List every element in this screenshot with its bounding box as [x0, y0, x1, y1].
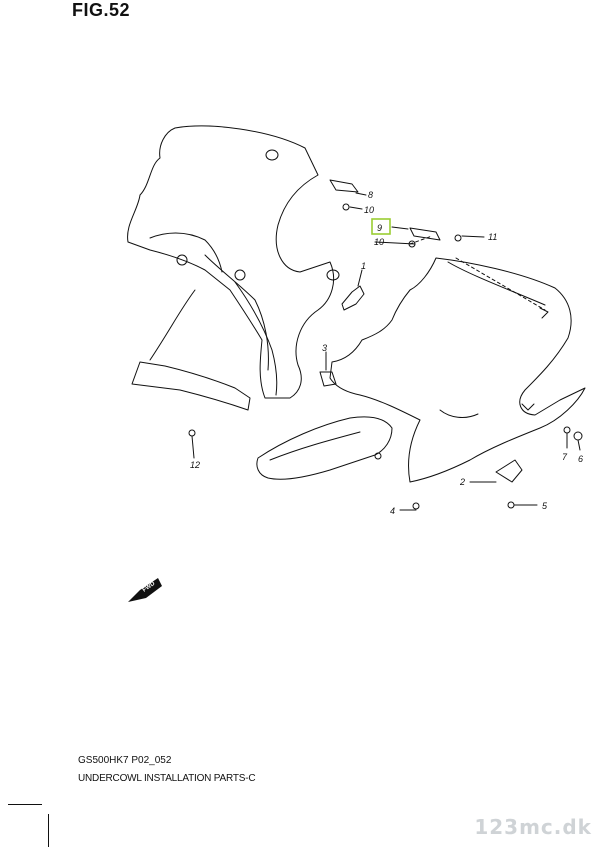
- bolt-10a: [342, 203, 350, 211]
- callout-10[interactable]: 10: [374, 237, 384, 247]
- figure-code: GS500HK7 P02_052: [78, 755, 172, 766]
- callout-9[interactable]: 9: [377, 223, 382, 233]
- callout-4[interactable]: 4: [390, 506, 395, 516]
- left-upper-panel: [127, 125, 334, 399]
- right-cowl-panel: [329, 257, 586, 483]
- bracket-2: [495, 459, 523, 483]
- grommet: [326, 269, 340, 281]
- callout-2[interactable]: 2: [459, 477, 465, 487]
- bracket-9: [409, 227, 441, 241]
- callout-11[interactable]: 11: [488, 232, 497, 242]
- figure-title: FIG.52: [72, 0, 131, 20]
- callout-12[interactable]: 12: [190, 460, 200, 470]
- callout-highlight-box: [371, 218, 391, 235]
- bolt-5: [507, 501, 515, 509]
- bolt-12: [188, 429, 196, 437]
- crop-mark-horizontal: [8, 804, 42, 805]
- nut-7: [563, 426, 571, 434]
- bracket-3: [319, 371, 337, 387]
- callout-7[interactable]: 7: [562, 452, 568, 462]
- fwd-arrow-icon: FWD: [128, 578, 162, 602]
- left-lower-panel: [131, 361, 251, 411]
- bracket-8: [329, 179, 359, 193]
- callout-5[interactable]: 5: [542, 501, 548, 511]
- callout-8[interactable]: 8: [368, 190, 373, 200]
- callout-1[interactable]: 1: [361, 261, 366, 271]
- watermark-logo: 123mc.dk: [474, 815, 592, 839]
- callout-10[interactable]: 10: [364, 205, 374, 215]
- callout-3[interactable]: 3: [322, 343, 327, 353]
- screw-11: [454, 234, 462, 242]
- grommet: [265, 149, 279, 161]
- washer-6: [573, 431, 583, 441]
- figure-caption: UNDERCOWL INSTALLATION PARTS-C: [78, 773, 256, 784]
- grommet: [234, 269, 246, 281]
- bolt-4: [412, 502, 420, 510]
- lower-cover: [256, 416, 393, 480]
- bracket-1: [341, 285, 365, 311]
- crop-mark-vertical: [48, 814, 49, 847]
- callout-6[interactable]: 6: [578, 454, 583, 464]
- grommet: [176, 254, 188, 266]
